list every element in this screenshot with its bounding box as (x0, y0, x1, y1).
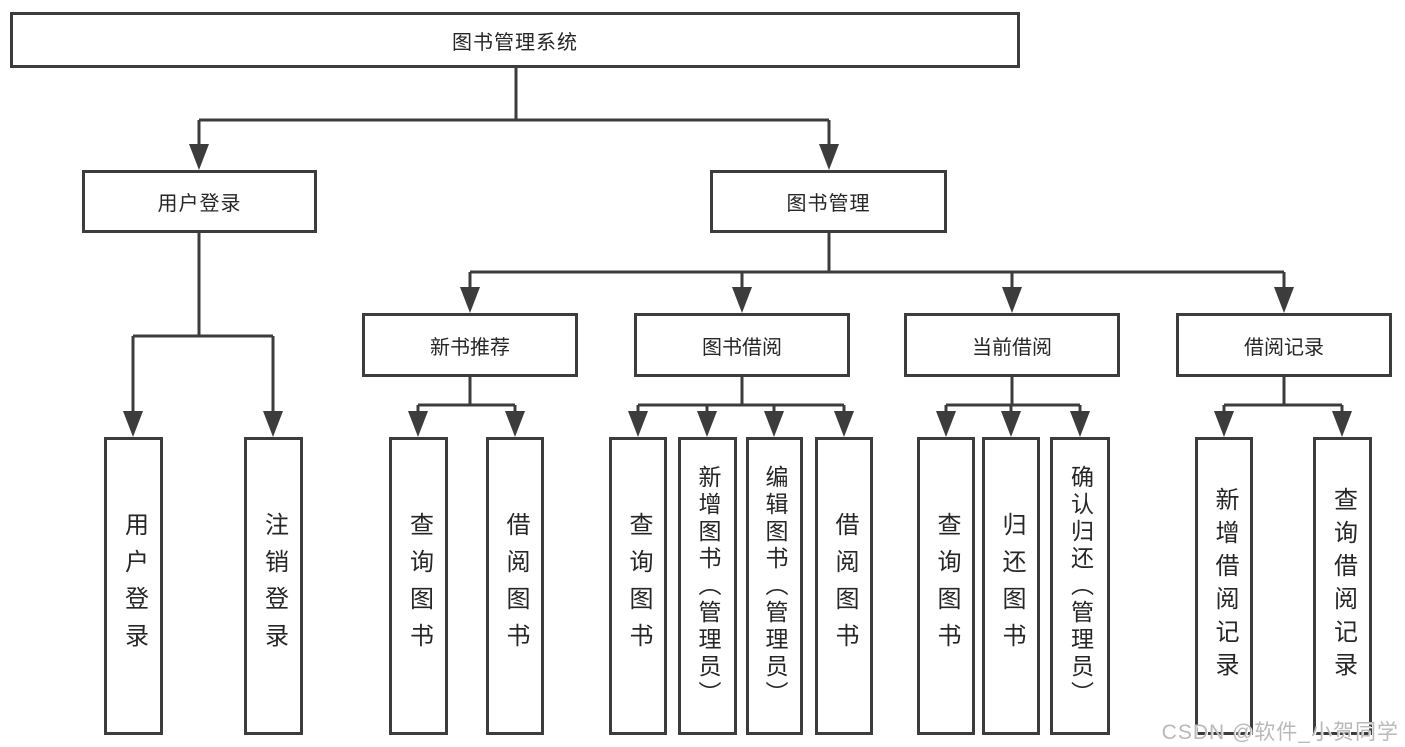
node-label: 查询借阅记录 (1329, 487, 1357, 685)
leaf-return-books: 归还图书 (982, 437, 1040, 735)
node-label: 图书借阅 (702, 336, 782, 359)
node-current-borrowing: 当前借阅 (904, 313, 1120, 377)
leaf-user-login: 用户登录 (104, 437, 163, 735)
leaf-query-books-borrowing: 查询图书 (609, 437, 667, 735)
node-label: 新书推荐 (430, 336, 510, 359)
node-label: 借阅记录 (1244, 336, 1324, 359)
node-new-book-recommend: 新书推荐 (362, 313, 578, 377)
node-label: 图书管理系统 (452, 31, 578, 54)
leaf-borrow-books-recommend: 借阅图书 (486, 437, 544, 735)
node-label: 用户登录 (157, 193, 242, 215)
node-label: 借阅图书 (831, 512, 858, 660)
node-borrowing-records: 借阅记录 (1176, 313, 1392, 377)
leaf-logout: 注销登录 (244, 437, 303, 735)
node-book-management: 图书管理 (710, 170, 947, 233)
leaf-add-books-admin: 新增图书（管理员） (678, 437, 737, 735)
node-label: 新增图书（管理员） (695, 464, 721, 708)
node-label: 编辑图书（管理员） (762, 464, 788, 708)
leaf-edit-books-admin: 编辑图书（管理员） (746, 437, 803, 735)
leaf-query-borrow-record: 查询借阅记录 (1313, 437, 1372, 735)
node-label: 归还图书 (998, 512, 1025, 660)
leaf-query-books-current: 查询图书 (917, 437, 975, 735)
leaf-add-borrow-record: 新增借阅记录 (1195, 437, 1253, 735)
node-label: 注销登录 (260, 512, 288, 660)
node-label: 借阅图书 (502, 512, 529, 660)
node-label: 查询图书 (625, 512, 652, 660)
leaf-confirm-return-admin: 确认归还（管理员） (1050, 437, 1110, 735)
node-label: 新增借阅记录 (1211, 487, 1238, 685)
node-book-borrowing: 图书借阅 (634, 313, 850, 377)
csdn-watermark: CSDN @软件_小贺同学 (1161, 721, 1399, 744)
node-label: 确认归还（管理员） (1067, 464, 1094, 708)
leaf-query-books-recommend: 查询图书 (389, 437, 448, 735)
node-label: 查询图书 (933, 512, 960, 660)
node-library-management-system: 图书管理系统 (10, 12, 1020, 68)
node-label: 用户登录 (120, 512, 148, 660)
node-user-login: 用户登录 (82, 170, 317, 233)
node-label: 当前借阅 (972, 336, 1052, 359)
leaf-borrow-books-borrowing: 借阅图书 (815, 437, 873, 735)
node-label: 查询图书 (405, 512, 433, 660)
node-label: 图书管理 (786, 193, 871, 215)
